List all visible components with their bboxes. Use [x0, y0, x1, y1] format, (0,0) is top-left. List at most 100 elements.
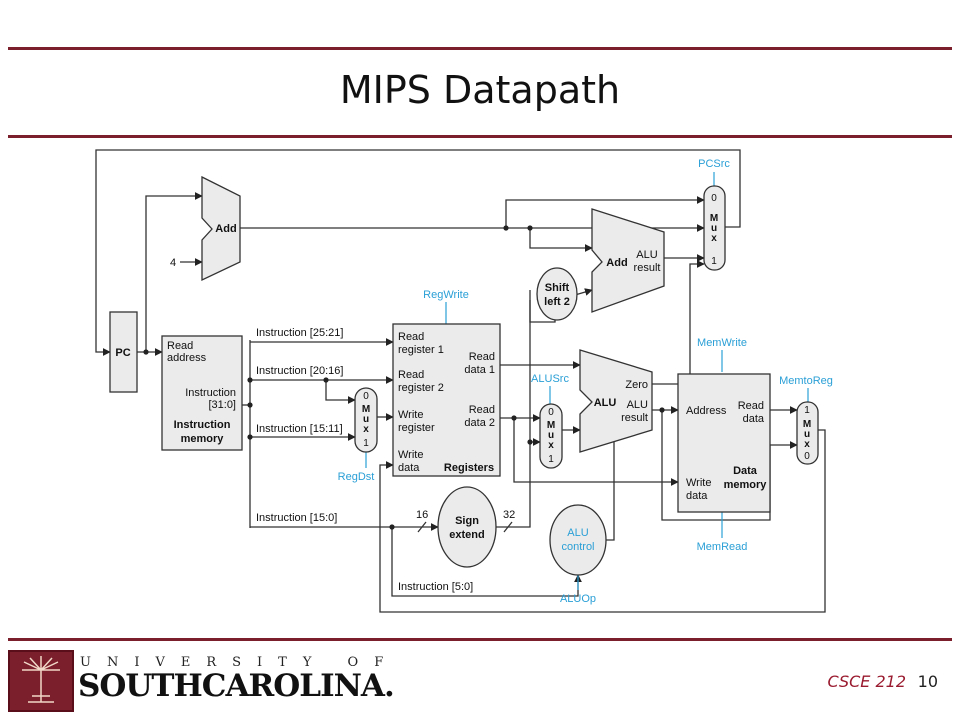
shift-label-2: left 2: [544, 296, 570, 308]
signal-pcsrc: PCSrc: [698, 158, 730, 170]
alu-result-2: result: [621, 412, 648, 424]
palmetto-icon: [22, 656, 60, 703]
mux-regdst-top: 0: [363, 391, 369, 402]
reg-read-data1-2: data 1: [464, 364, 495, 376]
mux-regdst-m: M: [362, 404, 370, 415]
alu-control-2: control: [561, 541, 594, 553]
reg-read-data1-1: Read: [469, 351, 495, 363]
top-rule: [8, 47, 952, 50]
field-imm: Instruction [15:0]: [256, 512, 337, 524]
signal-memread: MemRead: [697, 541, 748, 553]
branch-adder-result-1: ALU: [636, 249, 657, 261]
instruction-memory: [161, 335, 243, 451]
mux-memtoreg-m: M: [803, 419, 811, 430]
branch-adder-result-2: result: [634, 262, 661, 274]
footer-rule: [8, 638, 952, 641]
alu-unit: [579, 349, 653, 453]
dmem-address: Address: [686, 405, 727, 417]
course-label: CSCE 212: [827, 672, 906, 691]
university-top-line: UNIVERSITY OF: [80, 655, 400, 670]
field-rd: Instruction [15:11]: [256, 423, 343, 435]
sign-extend-out-bits: 32: [503, 509, 515, 521]
mux-regdst-bottom: 1: [363, 438, 369, 449]
reg-write-reg-2: register: [398, 422, 435, 434]
signal-alusrc: ALUSrc: [531, 373, 569, 385]
reg-read-reg2-2: register 2: [398, 382, 444, 394]
imem-instruction-2: [31:0]: [208, 399, 236, 411]
alu-control-unit: [549, 504, 607, 576]
imem-instruction-1: Instruction: [185, 387, 236, 399]
university-seal-logo: [8, 650, 74, 712]
mux-pcsrc-x: x: [711, 233, 717, 244]
alu-result-1: ALU: [627, 399, 648, 411]
field-rs: Instruction [25:21]: [256, 327, 343, 339]
mux-pcsrc-top: 0: [711, 193, 717, 204]
mux-memtoreg-u: u: [804, 429, 810, 440]
mux-memtoreg-bottom: 0: [804, 451, 810, 462]
shift-label-1: Shift: [545, 282, 570, 294]
signal-regdst: RegDst: [338, 471, 375, 483]
reg-read-reg2-1: Read: [398, 369, 424, 381]
field-rt: Instruction [20:16]: [256, 365, 343, 377]
pc-adder-label: Add: [215, 223, 236, 235]
mux-regdst: [354, 387, 378, 453]
mux-alusrc-m: M: [547, 420, 555, 431]
imem-name-1: Instruction: [174, 419, 231, 431]
alu-zero: Zero: [625, 379, 648, 391]
imem-read-address-1: Read: [167, 340, 193, 352]
mux-alusrc-x: x: [548, 440, 554, 451]
mux-alusrc-u: u: [548, 430, 554, 441]
dmem-name-2: memory: [724, 479, 768, 491]
alu-name: ALU: [594, 397, 617, 409]
reg-write-data-2: data: [398, 462, 420, 474]
mux-alusrc-bottom: 1: [548, 454, 554, 465]
signal-memtoreg: MemtoReg: [779, 375, 833, 387]
mux-pcsrc-m: M: [710, 213, 718, 224]
mux-memtoreg-x: x: [804, 439, 810, 450]
mux-alusrc-top: 0: [548, 407, 554, 418]
reg-name: Registers: [444, 462, 494, 474]
pc-label: PC: [115, 347, 130, 359]
dmem-write-data-2: data: [686, 490, 708, 502]
pc-adder: [201, 175, 241, 282]
mux-regdst-u: u: [363, 414, 369, 425]
imem-read-address-2: address: [167, 352, 207, 364]
page-number: 10: [917, 672, 938, 691]
signal-regwrite: RegWrite: [423, 289, 469, 301]
mux-memtoreg: [796, 401, 819, 465]
reg-read-reg1-1: Read: [398, 331, 424, 343]
reg-read-data2-1: Read: [469, 404, 495, 416]
slide-title: MIPS Datapath: [339, 68, 621, 112]
register-file: [392, 323, 501, 477]
branch-adder: [591, 208, 665, 313]
reg-write-data-1: Write: [398, 449, 423, 461]
reg-write-reg-1: Write: [398, 409, 423, 421]
mux-pcsrc: [703, 185, 726, 271]
imem-name-2: memory: [181, 433, 225, 445]
mux-alusrc: [539, 403, 563, 469]
sign-extend-2: extend: [449, 529, 484, 541]
dmem-write-data-1: Write: [686, 477, 711, 489]
branch-adder-label: Add: [606, 257, 627, 269]
mux-regdst-x: x: [363, 424, 369, 435]
reg-read-reg1-2: register 1: [398, 344, 444, 356]
title-underline-rule: [8, 135, 952, 138]
pc-register: [109, 311, 138, 393]
signal-memwrite: MemWrite: [697, 337, 747, 349]
field-funct: Instruction [5:0]: [398, 581, 473, 593]
shift-left-unit: [536, 267, 578, 321]
signal-aluop: ALUOp: [560, 593, 596, 605]
dmem-read-data-2: data: [743, 413, 765, 425]
sign-extend-unit: [437, 486, 497, 568]
dmem-read-data-1: Read: [738, 400, 764, 412]
dmem-name-1: Data: [733, 465, 758, 477]
mux-pcsrc-u: u: [711, 223, 717, 234]
reg-read-data2-2: data 2: [464, 417, 495, 429]
mux-memtoreg-top: 1: [804, 405, 810, 416]
data-memory: [677, 373, 771, 513]
alu-control-1: ALU: [567, 527, 588, 539]
sign-extend-1: Sign: [455, 515, 479, 527]
mux-pcsrc-bottom: 1: [711, 256, 717, 267]
const-four-label: 4: [170, 257, 176, 269]
